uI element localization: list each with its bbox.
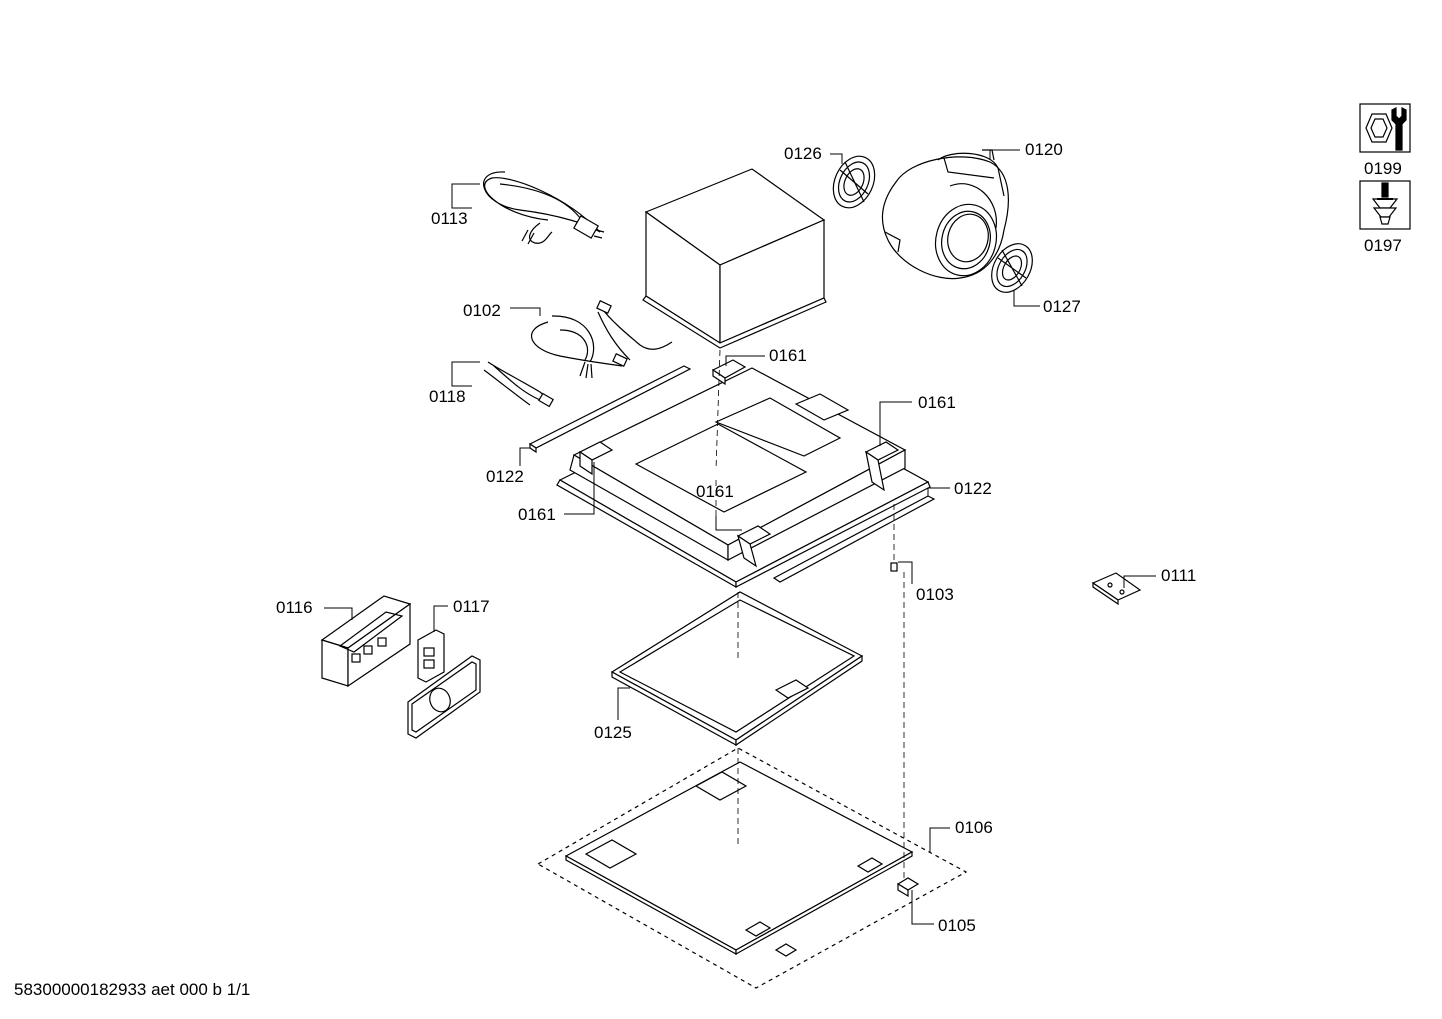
label-0126: 0126 (784, 144, 822, 163)
label-0161-center: 0161 (696, 482, 734, 501)
label-0106: 0106 (955, 818, 993, 837)
power-cable-0113 (483, 171, 605, 245)
document-code: 58300000182933 aet 000 b 1/1 (14, 980, 251, 999)
wrench-nut-icon (1359, 103, 1411, 153)
wiring-harness-0118 (483, 361, 555, 408)
leader-lines (324, 149, 1156, 925)
control-housing-0116 (320, 595, 412, 688)
label-0103: 0103 (916, 585, 954, 604)
label-0120: 0120 (1025, 140, 1063, 159)
label-0161-left: 0161 (518, 505, 556, 524)
blower-motor-0120 (881, 149, 1009, 280)
label-0122-right: 0122 (954, 479, 992, 498)
wiring-harness-0102 (530, 300, 673, 379)
label-0125: 0125 (594, 723, 632, 742)
label-0111: 0111 (1161, 566, 1196, 585)
bottom-panel-0106 (536, 747, 968, 989)
label-0116: 0116 (276, 598, 313, 617)
label-0161-top: 0161 (769, 346, 807, 365)
label-0122-left: 0122 (486, 467, 524, 486)
seal-strip-0122-left (528, 365, 692, 454)
grease-filter-0125 (610, 591, 864, 747)
control-panel-plate (407, 655, 481, 739)
latch-0105 (774, 877, 920, 957)
label-0102: 0102 (463, 301, 501, 320)
hood-housing (556, 359, 931, 589)
duct-cover-box (642, 168, 827, 349)
bracket-0111 (1091, 572, 1142, 606)
label-0113: 0113 (431, 209, 468, 228)
label-0105: 0105 (938, 916, 976, 935)
label-0117: 0117 (453, 597, 490, 616)
screw-icon (1359, 180, 1411, 230)
label-0161-right: 0161 (918, 393, 956, 412)
fan-grille-0127 (991, 243, 1033, 293)
label-0127: 0127 (1043, 297, 1081, 316)
clip-0103 (890, 562, 898, 572)
legend-label-screws: 0197 (1364, 236, 1402, 255)
part-labels: 0113 0102 0118 0122 0126 0120 0127 0161 … (276, 140, 1402, 935)
label-0118: 0118 (429, 387, 466, 406)
fan-grille-0126 (832, 155, 876, 209)
control-board-0117 (417, 629, 445, 683)
legend-label-tools: 0199 (1364, 159, 1402, 178)
